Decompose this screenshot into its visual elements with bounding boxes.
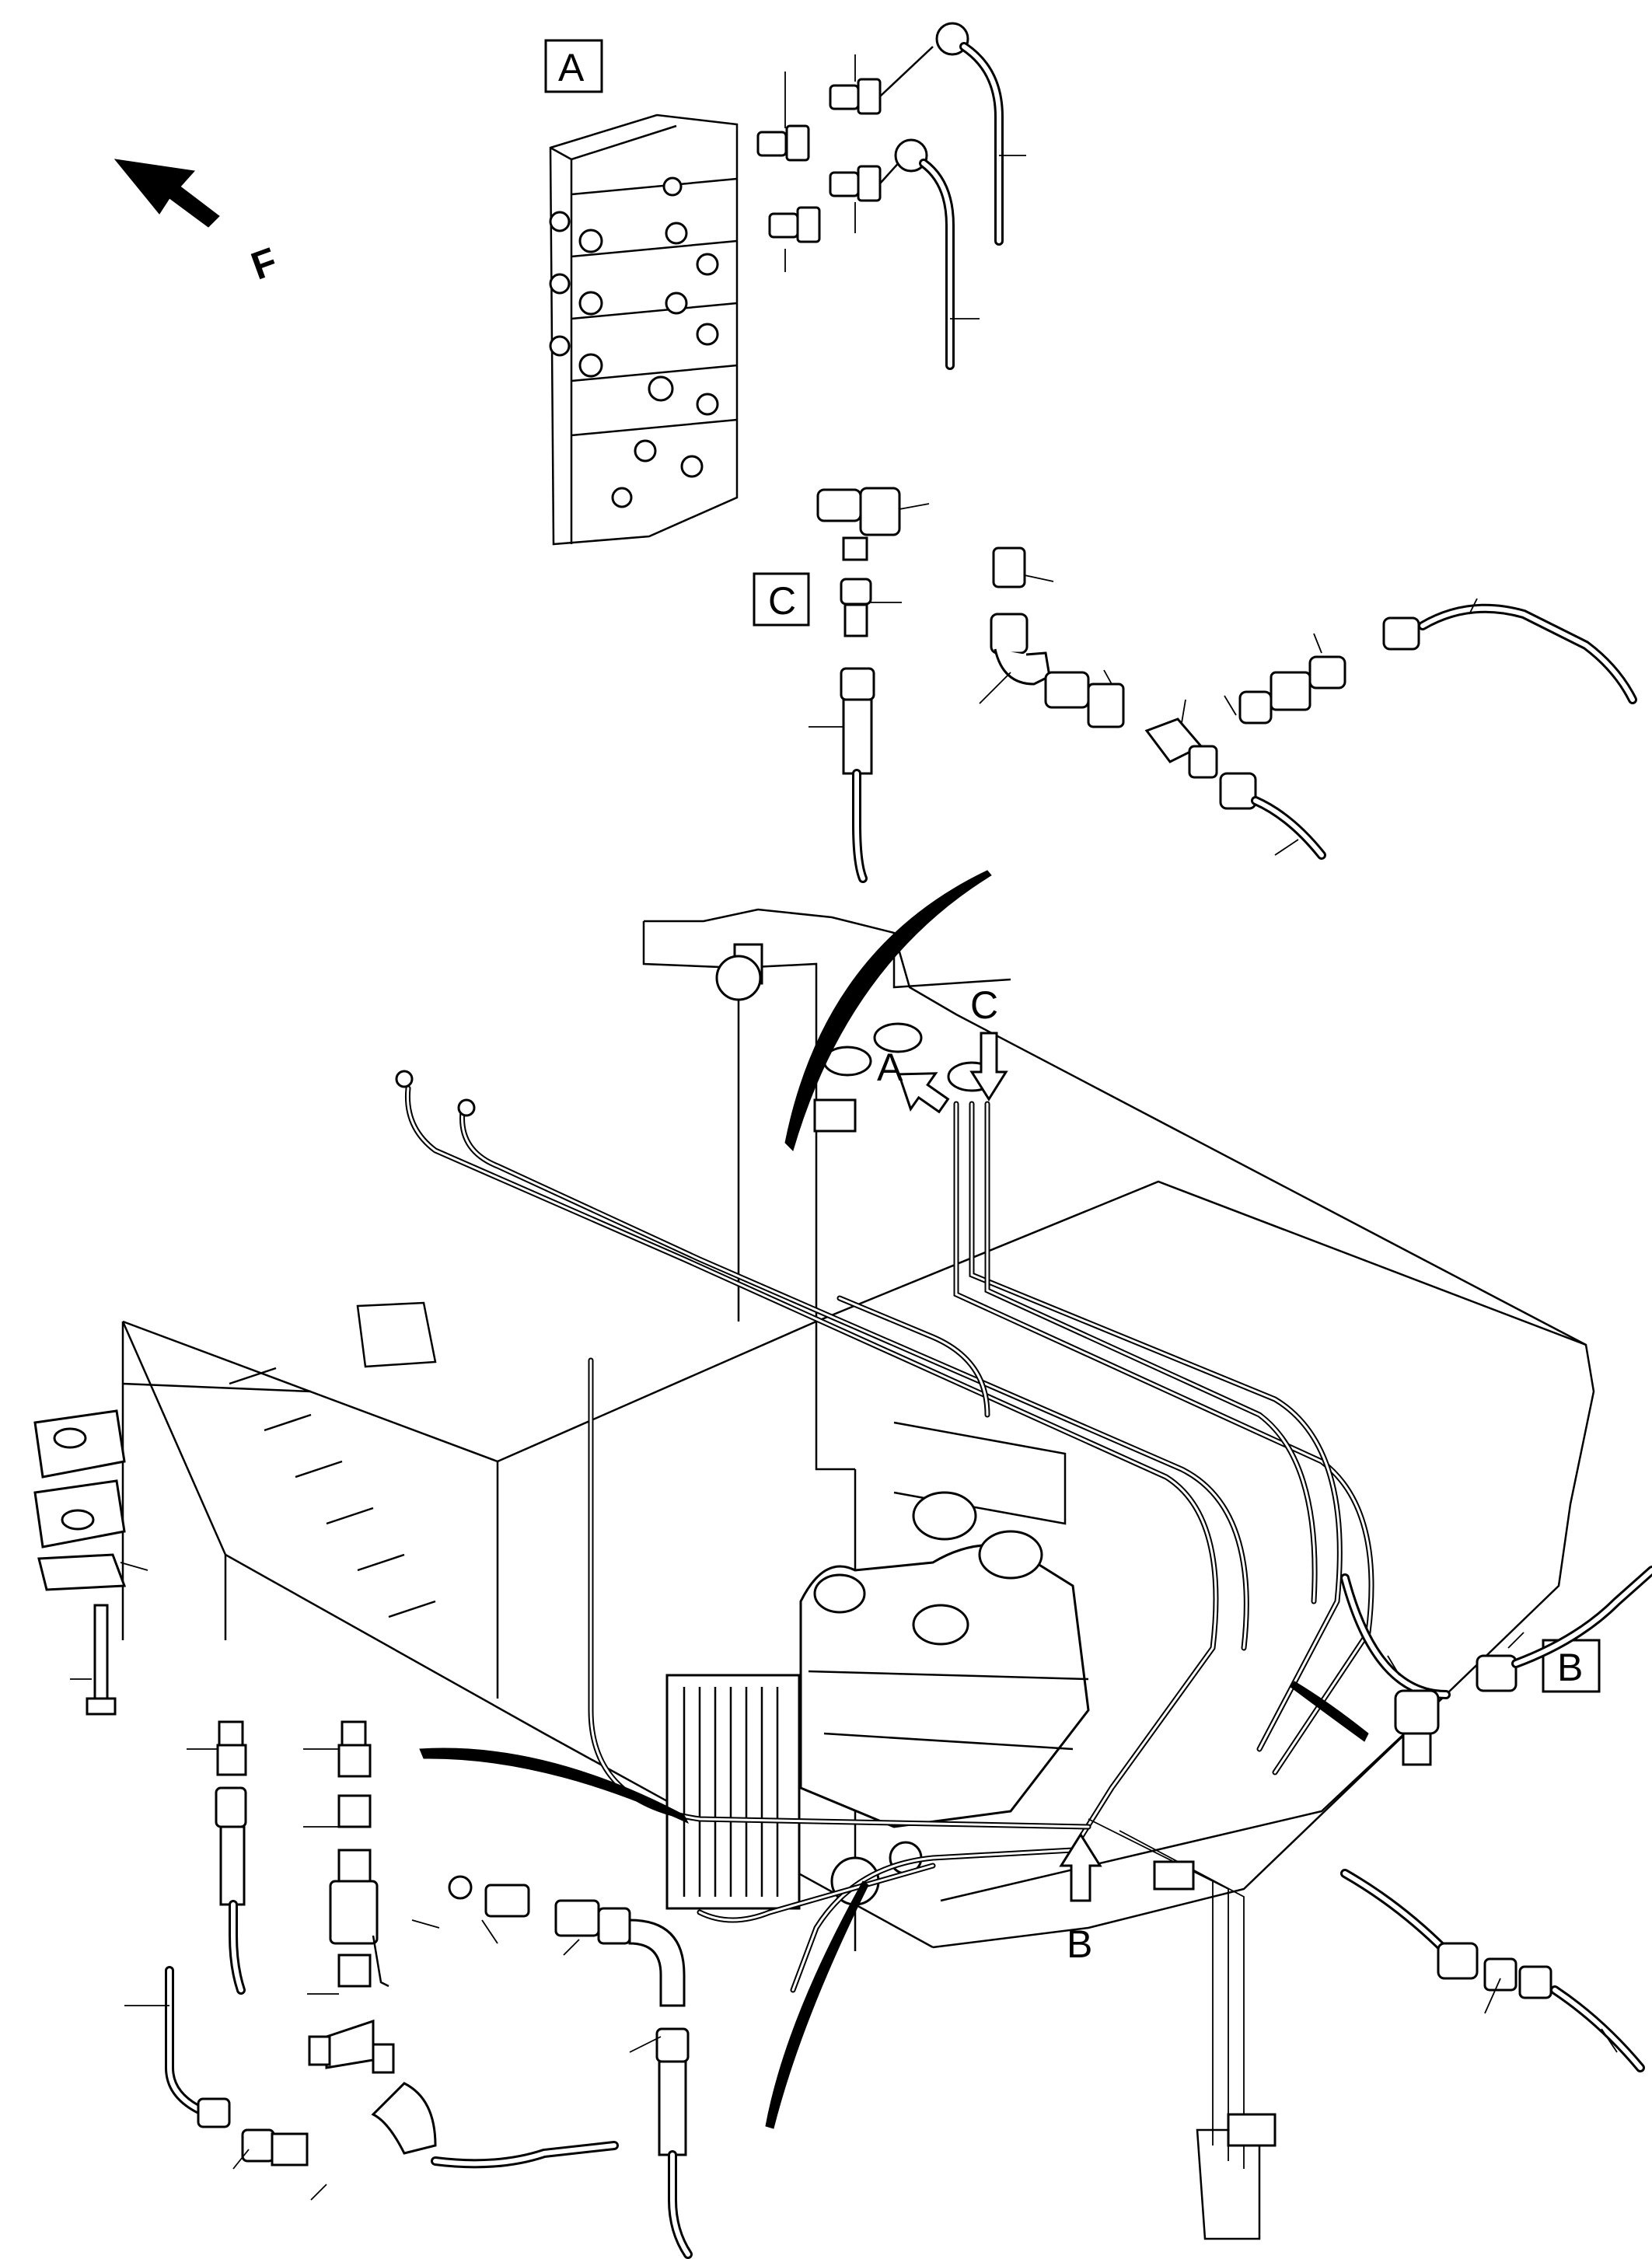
arrow-c-label: C xyxy=(970,983,998,1027)
detail-a-hoses xyxy=(784,22,1026,370)
arrow-b-label: B xyxy=(1067,1922,1092,1966)
detail-a-valve-block: A xyxy=(544,22,1026,546)
arrow-a-label: A xyxy=(877,1046,903,1089)
engine-assembly xyxy=(665,1491,1090,1910)
detail-b-label-box: B xyxy=(1542,1639,1601,1693)
valve-ports xyxy=(549,176,719,508)
leader-swooshes xyxy=(419,870,1369,2129)
lower-left-hose-group xyxy=(124,1720,693,2259)
detail-c-label: C xyxy=(768,579,796,623)
lower-left-clamp xyxy=(33,1409,148,1716)
arrow-c-indicator: C xyxy=(969,983,1008,1102)
forward-direction-marker: F xyxy=(114,159,283,288)
detail-a-label-box: A xyxy=(544,39,603,93)
detail-a-fittings xyxy=(756,46,934,243)
upper-right-fitting-group xyxy=(979,546,1637,860)
arrow-a-indicator: A xyxy=(877,1046,950,1114)
detail-c-label-box: C xyxy=(753,572,810,627)
detail-c-fittings: C xyxy=(753,487,930,883)
arrow-b-indicator: B xyxy=(1059,1832,1102,1966)
detail-a-label: A xyxy=(558,46,585,89)
forward-arrow-icon xyxy=(114,159,220,228)
direction-marker-label: F xyxy=(246,239,283,288)
detail-b-fittings: B xyxy=(1340,1566,1652,2072)
detail-b-label: B xyxy=(1557,1646,1583,1689)
